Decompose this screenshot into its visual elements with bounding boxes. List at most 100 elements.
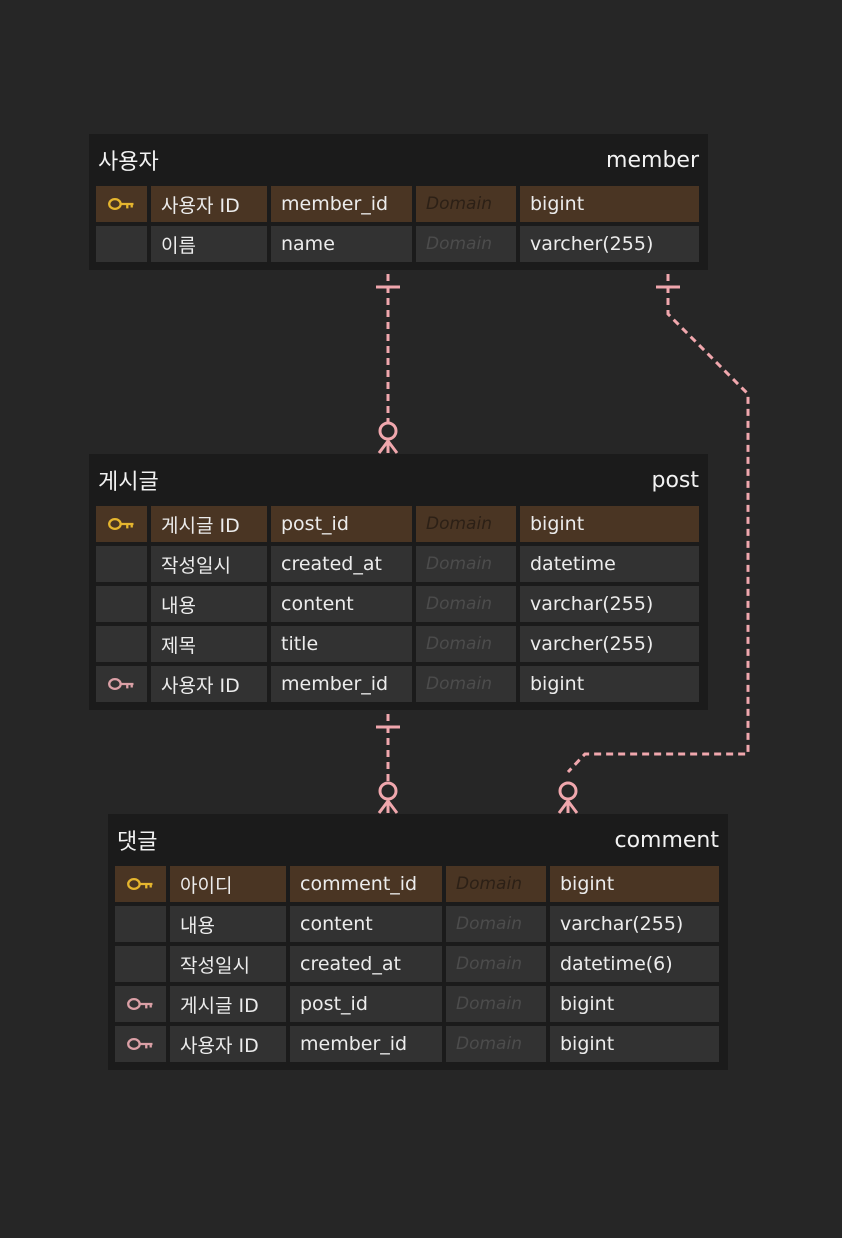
column-physical-name: title [271,626,412,662]
column-logical-name: 사용자 ID [151,186,267,222]
column-domain: Domain [416,226,516,262]
foreign-key-cell [96,666,147,702]
relationship-member-comment[interactable] [557,274,750,814]
relationship-member-post[interactable] [376,274,400,454]
column-physical-name: post_id [290,986,442,1022]
column-physical-name: created_at [290,946,442,982]
entity-post[interactable]: 게시글 post 게시글 ID post_id Domain bigint 작성… [89,454,708,710]
key-cell [96,226,147,262]
column-type: bigint [520,506,699,542]
entity-member[interactable]: 사용자 member 사용자 ID member_id Domain bigin… [89,134,708,270]
relationship-post-comment[interactable] [376,714,400,814]
column-row[interactable]: 내용 content Domain varchar(255) [96,586,701,622]
column-row[interactable]: 제목 title Domain varcher(255) [96,626,701,662]
column-domain: Domain [446,986,546,1022]
column-type: varcher(255) [520,226,699,262]
column-row[interactable]: 작성일시 created_at Domain datetime(6) [115,946,721,982]
column-type: varcher(255) [520,626,699,662]
column-domain: Domain [416,186,516,222]
column-type: varchar(255) [550,906,719,942]
column-type: bigint [520,666,699,702]
key-icon [126,1035,156,1053]
column-row[interactable]: 사용자 ID member_id Domain bigint [115,1026,721,1062]
column-domain: Domain [446,1026,546,1062]
entity-header: 댓글 comment [115,814,721,866]
zero-marker [378,781,398,801]
foreign-key-cell [115,986,166,1022]
column-type: varchar(255) [520,586,699,622]
column-row[interactable]: 사용자 ID member_id Domain bigint [96,666,701,702]
many-marker [557,800,570,814]
column-type: bigint [520,186,699,222]
column-domain: Domain [416,506,516,542]
column-type: bigint [550,1026,719,1062]
column-row[interactable]: 게시글 ID post_id Domain bigint [115,986,721,1022]
column-physical-name: post_id [271,506,412,542]
primary-key-cell [96,506,147,542]
key-icon [107,675,137,693]
entity-physical-name: member [606,147,699,173]
primary-key-cell [115,866,166,902]
column-domain: Domain [446,946,546,982]
column-physical-name: content [271,586,412,622]
column-logical-name: 제목 [151,626,267,662]
key-icon [126,875,156,893]
entity-logical-name: 댓글 [117,830,158,855]
key-cell [96,626,147,662]
column-logical-name: 게시글 ID [170,986,286,1022]
key-icon [107,195,137,213]
column-physical-name: content [290,906,442,942]
column-type: bigint [550,986,719,1022]
column-logical-name: 내용 [151,586,267,622]
entity-logical-name: 사용자 [98,150,159,175]
entity-physical-name: comment [614,827,719,853]
column-type: bigint [550,866,719,902]
many-marker [377,800,390,814]
zero-marker [558,781,578,801]
column-row[interactable]: 내용 content Domain varchar(255) [115,906,721,942]
column-physical-name: comment_id [290,866,442,902]
column-logical-name: 내용 [170,906,286,942]
entity-physical-name: post [651,467,699,493]
column-domain: Domain [416,666,516,702]
column-row[interactable]: 게시글 ID post_id Domain bigint [96,506,701,542]
column-type: datetime [520,546,699,582]
column-domain: Domain [416,586,516,622]
entity-comment[interactable]: 댓글 comment 아이디 comment_id Domain bigint … [108,814,728,1070]
column-logical-name: 사용자 ID [170,1026,286,1062]
key-cell [96,546,147,582]
key-cell [115,906,166,942]
column-domain: Domain [416,546,516,582]
column-physical-name: member_id [271,666,412,702]
column-row[interactable]: 아이디 comment_id Domain bigint [115,866,721,902]
column-physical-name: member_id [290,1026,442,1062]
column-logical-name: 게시글 ID [151,506,267,542]
column-domain: Domain [446,906,546,942]
entity-logical-name: 게시글 [98,470,159,495]
column-type: datetime(6) [550,946,719,982]
column-logical-name: 사용자 ID [151,666,267,702]
column-row[interactable]: 이름 name Domain varcher(255) [96,226,701,262]
key-cell [115,946,166,982]
column-logical-name: 작성일시 [151,546,267,582]
many-marker [377,440,390,454]
key-icon [126,995,156,1013]
column-physical-name: name [271,226,412,262]
entity-header: 게시글 post [96,454,701,506]
column-domain: Domain [416,626,516,662]
column-physical-name: created_at [271,546,412,582]
zero-marker [378,421,398,441]
column-logical-name: 아이디 [170,866,286,902]
foreign-key-cell [115,1026,166,1062]
key-cell [96,586,147,622]
column-domain: Domain [446,866,546,902]
entity-header: 사용자 member [96,134,701,186]
column-row[interactable]: 사용자 ID member_id Domain bigint [96,186,701,222]
column-row[interactable]: 작성일시 created_at Domain datetime [96,546,701,582]
column-logical-name: 이름 [151,226,267,262]
primary-key-cell [96,186,147,222]
column-physical-name: member_id [271,186,412,222]
key-icon [107,515,137,533]
column-logical-name: 작성일시 [170,946,286,982]
